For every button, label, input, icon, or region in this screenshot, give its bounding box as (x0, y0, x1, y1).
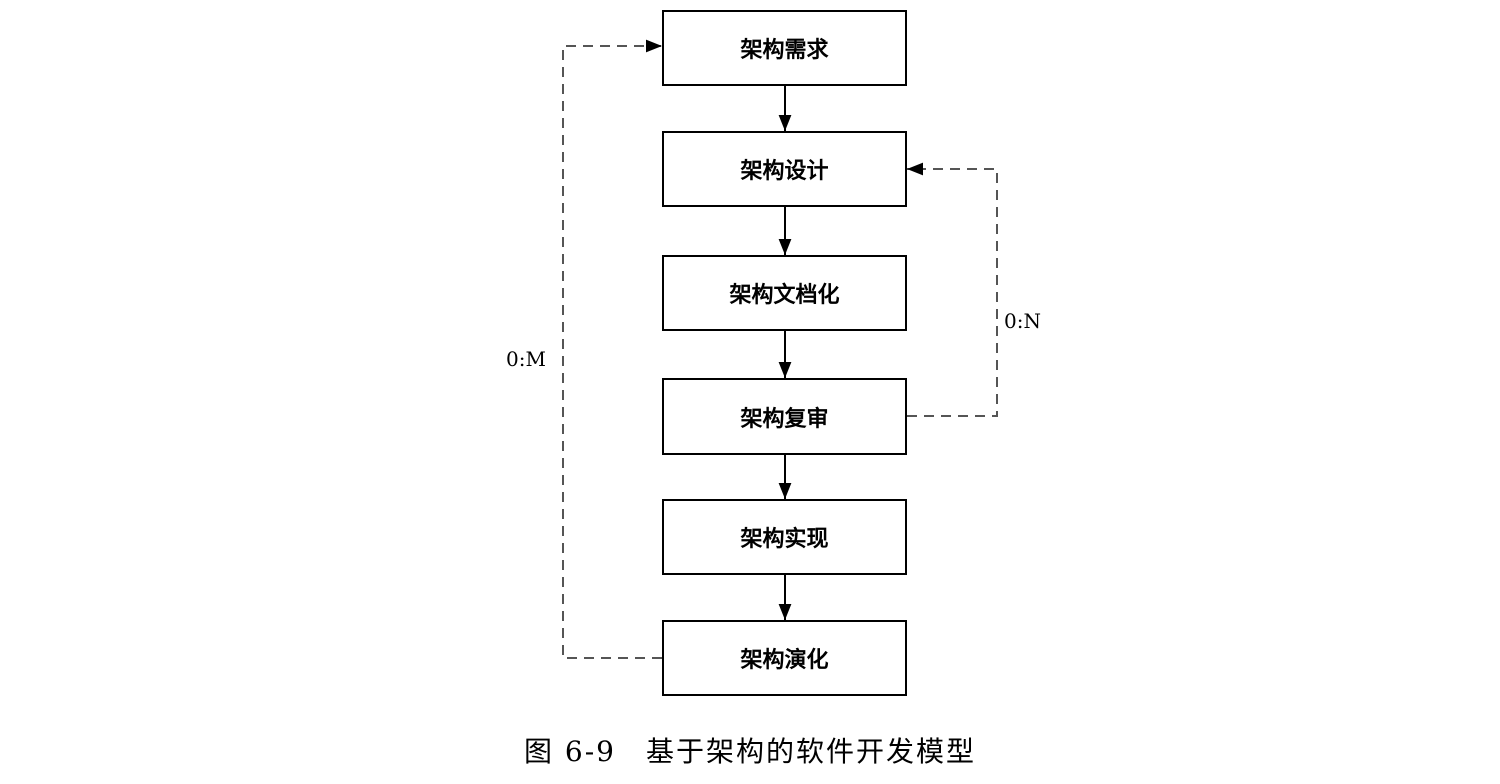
loop-label-0-n: 0:N (1004, 309, 1041, 333)
stage-architecture-evolution: 架构演化 (662, 620, 907, 696)
stage-architecture-implementation: 架构实现 (662, 499, 907, 575)
loop-review-to-design (907, 162, 998, 417)
loop-evolution-to-requirements (562, 39, 662, 659)
loop-label-0-m: 0:M (506, 347, 546, 371)
stage-architecture-documentation: 架构文档化 (662, 255, 907, 331)
stage-architecture-design: 架构设计 (662, 131, 907, 207)
figure-caption: 图 6-9 基于架构的软件开发模型 (524, 735, 976, 768)
stage-architecture-review: 架构复审 (662, 378, 907, 455)
stage-architecture-requirements: 架构需求 (662, 10, 907, 86)
